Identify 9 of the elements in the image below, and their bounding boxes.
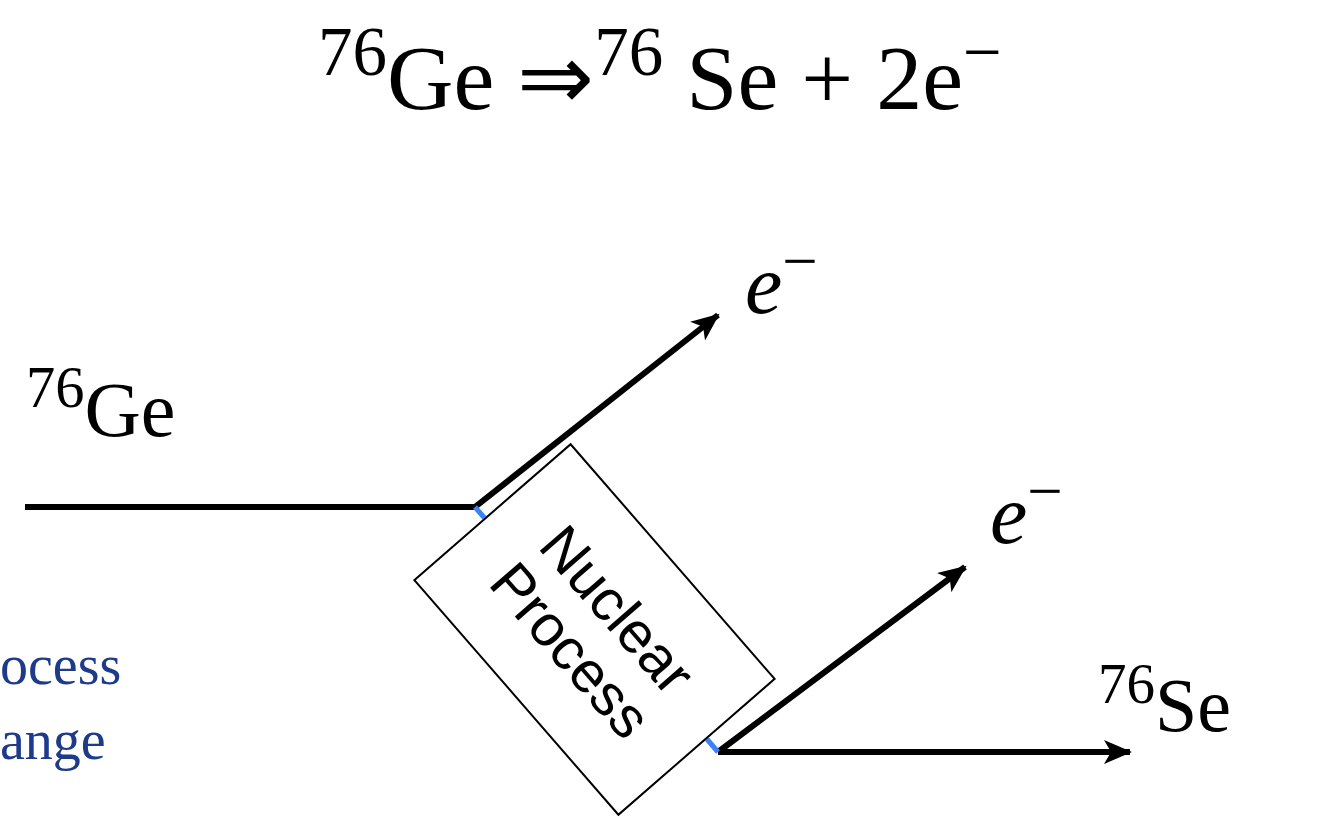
line	[25, 504, 475, 510]
equation-title: $^{76}$Ge ⇒$^{76}$ Se + 2e$^{−}$	[317, 18, 1003, 131]
particle-label: e$^{−}$	[990, 465, 1130, 565]
particle-label: e$^{−}$	[745, 235, 885, 335]
cut-off-text: ange	[0, 708, 106, 773]
nucleus-label: $^{76}$Se	[1098, 655, 1313, 755]
arrow	[473, 312, 720, 510]
cut-off-text: ocess	[0, 633, 122, 698]
arrow	[718, 740, 1132, 764]
